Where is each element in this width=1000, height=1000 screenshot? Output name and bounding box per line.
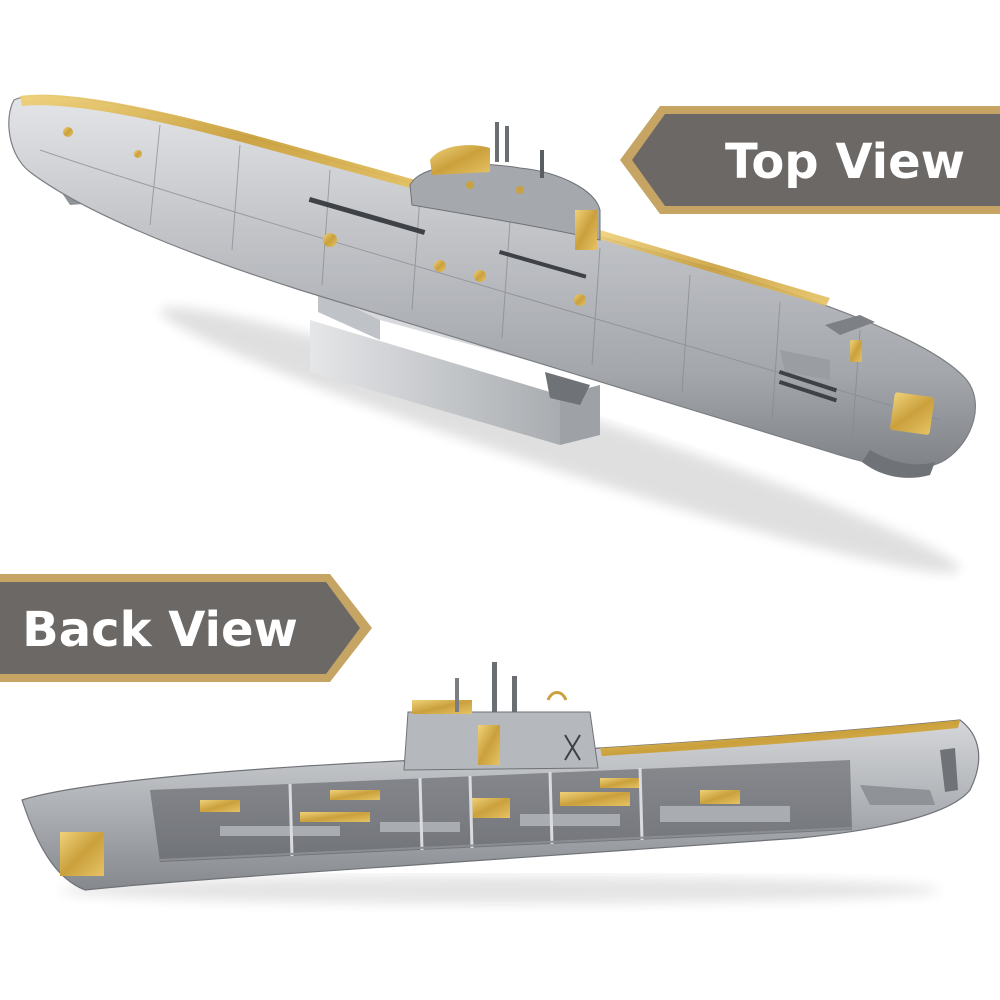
back-view-submarine [21,662,980,904]
top-view-submarine [8,94,976,573]
back-conning-tower [403,662,599,771]
back-view-label: Back View [22,602,298,658]
cutaway-interior [60,760,853,876]
top-brass-deck [20,94,430,192]
top-view-banner: Top View [620,106,1000,214]
top-conning-tower [409,122,601,250]
top-view-label: Top View [725,134,965,190]
back-view-banner: Back View [0,574,372,682]
